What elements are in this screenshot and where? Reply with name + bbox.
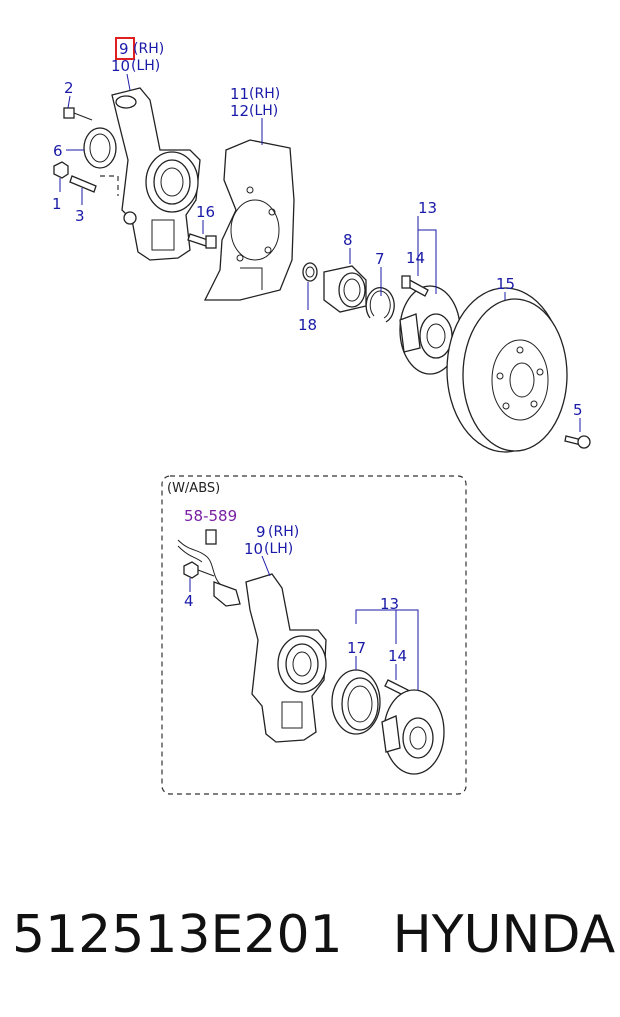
abs-label-4: 4 (184, 592, 194, 610)
label-11: 11 (230, 85, 249, 103)
label-18: 18 (298, 316, 317, 334)
abs-inset-box (161, 475, 467, 795)
footer-caption: 512513E201 HYUNDAI (12, 905, 620, 977)
abs-knuckle (245, 573, 327, 743)
label-1: 1 (52, 195, 62, 213)
screw-5 (564, 435, 591, 449)
label-14: 14 (406, 249, 425, 267)
label-8: 8 (343, 231, 353, 249)
oil-seal-6 (83, 127, 117, 169)
label-13: 13 (418, 199, 437, 217)
label-3: 3 (75, 207, 85, 225)
label-9-suffix: (RH) (133, 41, 164, 57)
abs-wheel-hub-13 (381, 689, 445, 775)
abs-label-13: 13 (380, 595, 399, 613)
label-16: 16 (196, 203, 215, 221)
abs-label-9-suffix: (RH) (268, 524, 299, 540)
highlight-marker (115, 37, 135, 60)
abs-label-10-suffix: (LH) (264, 541, 293, 557)
brand-name: HYUNDAI (392, 905, 620, 965)
abs-sensor (177, 529, 241, 607)
label-12: 12 (230, 102, 249, 120)
leader-lines-abs (189, 555, 419, 690)
label-7: 7 (375, 250, 385, 268)
label-12-suffix: (LH) (249, 103, 278, 119)
leader-lines-upper (59, 73, 581, 432)
label-6: 6 (53, 142, 63, 160)
bolt-3 (69, 175, 119, 196)
label-2: 2 (64, 79, 74, 97)
steering-knuckle (111, 87, 201, 261)
bolt-4 (183, 561, 215, 579)
abs-label-14: 14 (388, 647, 407, 665)
abs-label-9: 9 (256, 523, 266, 541)
nut-1 (53, 161, 69, 179)
part-number: 512513E201 (12, 905, 343, 965)
wheel-bearing-8 (323, 265, 367, 313)
abs-title: (W/ABS) (167, 481, 220, 496)
label-10-suffix: (LH) (131, 58, 160, 74)
seal-18 (302, 262, 318, 282)
tone-ring-17 (331, 669, 381, 735)
bolt-16 (187, 233, 217, 249)
snap-ring-7 (365, 286, 395, 323)
bolt-2 (63, 107, 93, 121)
label-5: 5 (573, 401, 583, 419)
hub-bolt-14 (401, 275, 429, 297)
label-10: 10 (111, 57, 130, 75)
label-11-suffix: (RH) (249, 86, 280, 102)
abs-label-10: 10 (244, 540, 263, 558)
brake-disc-15 (446, 287, 568, 453)
label-9: 9 (119, 40, 129, 58)
label-15: 15 (496, 275, 515, 293)
dust-cover (203, 139, 295, 301)
abs-label-17: 17 (347, 639, 366, 657)
reference-58-589[interactable]: 58-589 (184, 507, 237, 525)
